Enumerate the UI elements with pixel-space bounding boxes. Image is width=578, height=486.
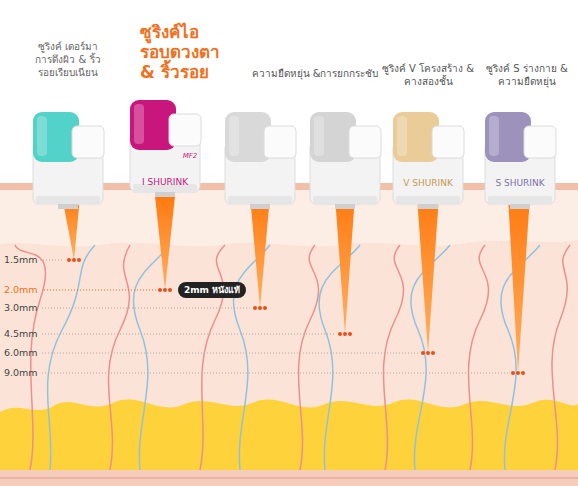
cartridge-heading: ซูริงค์ S ร่างกาย & ความยืดหยุ่น	[477, 62, 577, 88]
callout-text: 2mm หนังแท้	[178, 282, 246, 298]
blood-vessels	[15, 245, 570, 470]
v-cartridge	[393, 112, 464, 209]
energy-beams	[62, 196, 530, 373]
focal-dot	[67, 258, 71, 262]
dermis	[0, 183, 578, 486]
cartridge-name: I SHURINK	[130, 177, 200, 187]
focal-dot	[511, 371, 515, 375]
energy-beam	[417, 196, 439, 353]
artery	[200, 245, 225, 470]
depth-label: 1.5mm	[4, 254, 44, 265]
energy-beam	[508, 196, 530, 373]
lift-cartridge	[225, 112, 296, 209]
muscle-layer	[0, 470, 578, 486]
focal-dot	[163, 288, 167, 292]
cartridge-face: ซูริงค์ V โครงสร้าง & คางสองชั้นV SHURIN…	[393, 142, 463, 196]
depth-guide	[44, 290, 156, 291]
focal-dot	[253, 306, 257, 310]
depth-label: 3.0mm	[4, 302, 44, 313]
focal-dot	[258, 306, 262, 310]
fat-layer	[0, 399, 578, 472]
artery	[468, 245, 488, 470]
focal-dot	[158, 288, 162, 292]
focal-dot	[431, 351, 435, 355]
energy-beam	[335, 196, 355, 334]
artery	[383, 245, 403, 470]
depth-guide	[42, 308, 250, 309]
depth-label: 4.5mm	[4, 328, 44, 339]
lift-cartridge	[310, 112, 381, 209]
cartridge-heading: ซูริงค์ เดอร์มา การดึงผิว & ริ้วรอยเรียบ…	[28, 40, 108, 79]
depth-guide	[42, 334, 335, 335]
vein	[48, 245, 95, 470]
focal-dot	[338, 332, 342, 336]
artery	[552, 245, 570, 470]
depth-guides	[40, 260, 508, 373]
energy-beam	[155, 196, 175, 290]
depth-label: 9.0mm	[4, 367, 44, 378]
muscle-line	[0, 478, 578, 479]
cartridge-face: ซูริงค์ไอ รอบดวงตา & ริ้วรอยMF2I SHURINK	[130, 130, 200, 196]
artery	[298, 245, 318, 470]
cartridge-face: ซูริงค์ S ร่างกาย & ความยืดหยุ่นS SHURIN…	[485, 142, 555, 196]
focal-dot	[343, 332, 347, 336]
focal-points	[67, 258, 525, 375]
depth-label: 6.0mm	[4, 347, 44, 358]
cartridge-heading: ซูริงค์ไอ รอบดวงตา & ริ้วรอย	[140, 22, 220, 82]
callout-pill: 2mm หนังแท้	[178, 282, 246, 298]
focal-dot	[521, 371, 525, 375]
cartridge-heading: ซูริงค์ V โครงสร้าง & คางสองชั้น	[378, 62, 478, 88]
vein	[233, 245, 270, 470]
cartridge-name: V SHURINK	[393, 178, 463, 188]
cartridges	[33, 100, 556, 209]
depth-label: 2.0mm	[4, 284, 44, 295]
energy-beam	[250, 196, 270, 308]
eye-cartridge	[130, 100, 201, 197]
depth-guide	[40, 260, 64, 261]
s-cartridge	[485, 112, 556, 209]
focal-dot	[77, 258, 81, 262]
depth-guide	[42, 353, 418, 354]
focal-dot	[348, 332, 352, 336]
focal-dot	[426, 351, 430, 355]
artery	[108, 245, 130, 470]
focal-dot	[263, 306, 267, 310]
vein	[319, 245, 360, 470]
focal-dot	[421, 351, 425, 355]
focal-dot	[72, 258, 76, 262]
cartridge-heading: ความยืดหยุ่น &การยกกระชับ	[230, 66, 400, 81]
cartridge-name: S SHURINK	[485, 178, 555, 188]
depth-guide	[42, 373, 508, 374]
focal-dot	[168, 288, 172, 292]
dermal-cartridge	[33, 112, 104, 209]
focal-dot	[516, 371, 520, 375]
model-tag: MF2	[180, 152, 200, 160]
